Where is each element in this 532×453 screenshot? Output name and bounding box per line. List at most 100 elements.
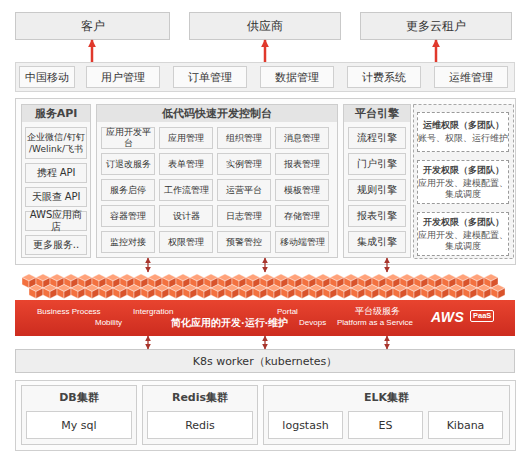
cube-face [316,288,323,299]
function-box: 容器管理 [101,205,155,227]
band-text: PaaS [470,310,494,322]
box-label: 订单管理 [188,70,232,85]
permission-heading: 开发权限（多团队） [423,165,504,176]
column-heading: 服务API [35,106,78,121]
cube-face [274,288,281,299]
cube-face [428,288,435,299]
strip-heading: 中国移动 [25,70,69,85]
function-box: 表单管理 [159,153,213,175]
service-box: My sql [26,411,132,439]
permission-body: 应用开发、建模配置、 集成调度 [418,178,508,200]
cube-face [134,288,141,299]
cube-face [50,288,57,299]
cube-face [197,288,204,299]
cube-face [414,288,421,299]
box-label: 权限管理 [168,237,204,248]
cube-face [442,288,449,299]
column-panel: 平台引擎流程引擎门户引擎规则引擎报表引擎集成引擎 [343,104,411,258]
cluster-heading: DB集群 [59,390,99,405]
box-label: 报表管理 [284,159,320,170]
double-arrow [386,258,387,272]
function-box: 组织管理 [217,127,271,149]
cluster-heading-bar: DB集群 [22,386,136,408]
cube-face [309,288,316,299]
cube-face [232,288,239,299]
box-label: 订退改服务 [106,159,151,170]
permission-frame [414,105,514,259]
permission-box: 开发权限（多团队）应用开发、建模配置、 集成调度 [417,212,509,256]
cube-face [113,288,120,299]
function-box: 工作流管理 [159,179,213,201]
operator-strip: 中国移动用户管理订单管理数据管理计费系统运维管理 [15,62,515,92]
function-box: 服务启停 [101,179,155,201]
cube-face [246,288,253,299]
box-label: My sql [61,419,96,432]
function-box: 应用管理 [159,127,213,149]
box-label: 数据管理 [275,70,319,85]
cube-face [421,288,428,299]
cube-face [365,288,372,299]
column-heading: 低代码快速开发控制台 [162,106,272,121]
cube-face [491,288,498,299]
box-label: 应用开发平台 [102,127,154,149]
stakeholder-box: 更多云租户 [360,12,512,40]
function-box: 实例管理 [217,153,271,175]
cube-face [295,288,302,299]
cluster-box: Redis集群Redis [142,385,258,445]
permission-box: 运维权限（多团队）账号、权限、运行维护 [417,112,509,152]
cluster-heading: Redis集群 [172,390,228,405]
cube-face [148,288,155,299]
cube-face [141,288,148,299]
up-arrow [435,40,438,62]
column-heading: 平台引擎 [355,106,399,121]
cube-face [169,288,176,299]
function-box: 模板管理 [275,179,329,201]
function-box: 集成引擎 [348,231,406,253]
cube-face [344,288,351,299]
cube-face [267,288,274,299]
box-label: 集成引擎 [357,236,397,248]
cube-face [225,288,232,299]
k8s-box: K8s worker（kubernetes） [15,349,515,373]
cube-face [162,288,169,299]
band-text: Business Process [37,307,101,316]
box-label: 天眼查 API [32,191,81,203]
box-label: 运营平台 [226,185,262,196]
cube-face [64,288,71,299]
cube-face [393,288,400,299]
cube-face [379,288,386,299]
function-box: 订退改服务 [101,153,155,175]
service-box: Kibana [428,411,503,439]
function-box: 报表管理 [275,153,329,175]
function-box: 预警管控 [217,231,271,253]
double-arrow [264,336,265,349]
cube-face [302,288,309,299]
box-label: 设计器 [173,211,200,222]
function-box: 权限管理 [159,231,213,253]
band-text: Devops [299,318,326,327]
cube-face [71,288,78,299]
cube-face [260,288,267,299]
band-text: 平台级服务 [355,306,400,318]
box-label: 模板管理 [284,185,320,196]
column-heading-bar: 平台引擎 [344,105,410,122]
function-box: 报表引擎 [348,205,406,227]
service-box: logstash [268,411,343,439]
box-label: 移动端管理 [280,237,325,248]
cube-face [358,288,365,299]
cube-face [36,288,43,299]
column-heading-bar: 低代码快速开发控制台 [97,105,337,122]
box-label: 预警管控 [226,237,262,248]
box-label: 实例管理 [226,159,262,170]
box-label: 规则引擎 [357,184,397,196]
double-arrow [147,336,148,349]
cube-face [190,288,197,299]
box-label: 携程 API [37,167,76,179]
function-box: 监控对接 [101,231,155,253]
column-panel: 服务API企业微信/钉钉 /Welink/飞书携程 API天眼查 APIAWS应… [21,104,91,258]
function-box: 运营平台 [217,179,271,201]
box-label: 报表引擎 [357,210,397,222]
box-label: 日志管理 [226,211,262,222]
box-label: 工作流管理 [164,185,209,196]
cube-face [204,288,211,299]
